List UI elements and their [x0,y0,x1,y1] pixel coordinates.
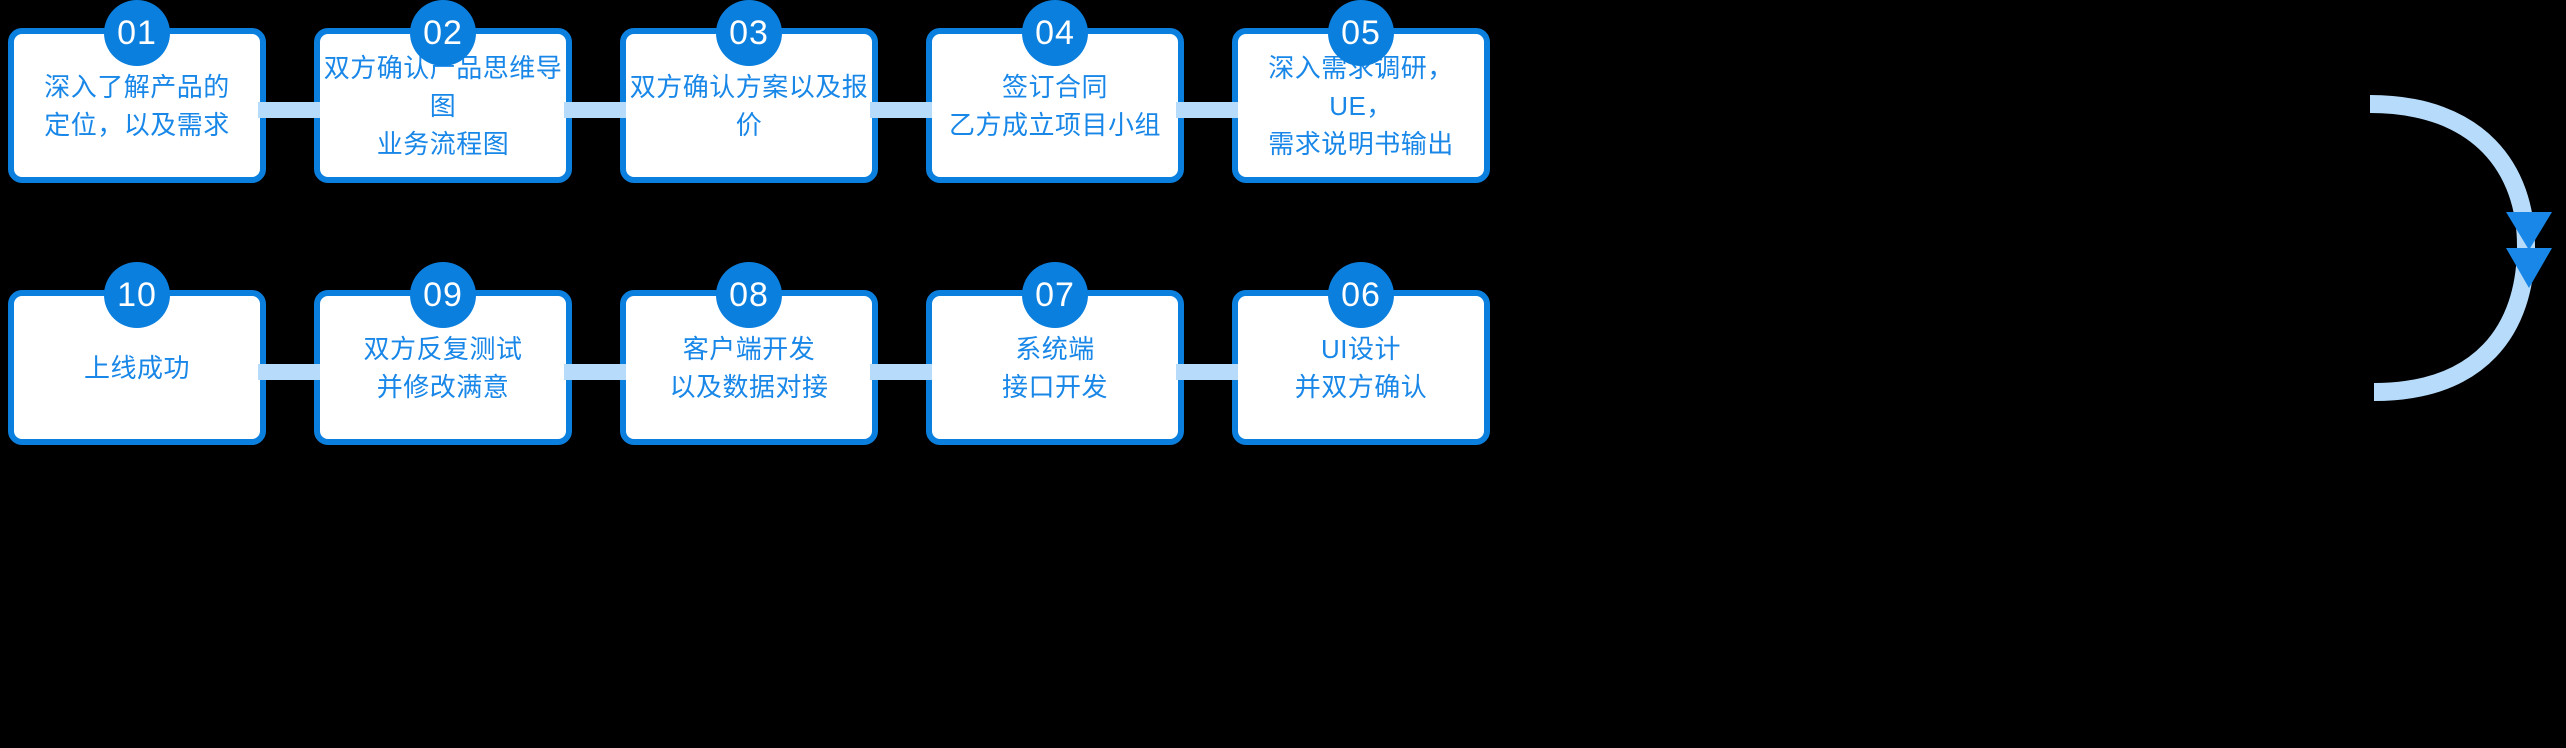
step-number-01: 01 [104,0,170,66]
step-label-01: 深入了解产品的 定位，以及需求 [44,71,230,140]
step-label-02: 双方确认产品思维导图 业务流程图 [323,52,563,159]
connector-bar-01-02 [258,102,320,118]
step-label-07: 系统端 接口开发 [1001,333,1108,402]
connector-bar-06-07 [1176,364,1238,380]
wrap-around-arrow [2369,95,2552,401]
step-label-04: 签订合同 乙方成立项目小组 [948,71,1161,140]
step-number-03: 03 [716,0,782,66]
step-number-08: 08 [716,262,782,328]
step-number-07: 07 [1022,262,1088,328]
connector-bar-02-03 [564,102,626,118]
connector-bar-08-09 [564,364,626,380]
step-number-05: 05 [1328,0,1394,66]
step-label-03: 双方确认方案以及报价 [629,71,869,140]
step-number-04: 04 [1022,0,1088,66]
connector-bar-09-10 [258,364,320,380]
step-label-09: 双方反复测试 并修改满意 [363,333,523,402]
step-number-06: 06 [1328,262,1394,328]
connector-bar-04-05 [1176,102,1238,118]
step-number-10: 10 [104,262,170,328]
step-number-02: 02 [410,0,476,66]
step-label-05: 深入需求调研，UE， 需求说明书输出 [1268,52,1454,159]
connector-bar-03-04 [870,102,932,118]
step-number-09: 09 [410,262,476,328]
step-label-06: UI设计 并双方确认 [1294,333,1428,402]
step-label-10: 上线成功 [83,352,190,383]
step-label-08: 客户端开发 以及数据对接 [669,333,829,402]
connector-bar-07-08 [870,364,932,380]
